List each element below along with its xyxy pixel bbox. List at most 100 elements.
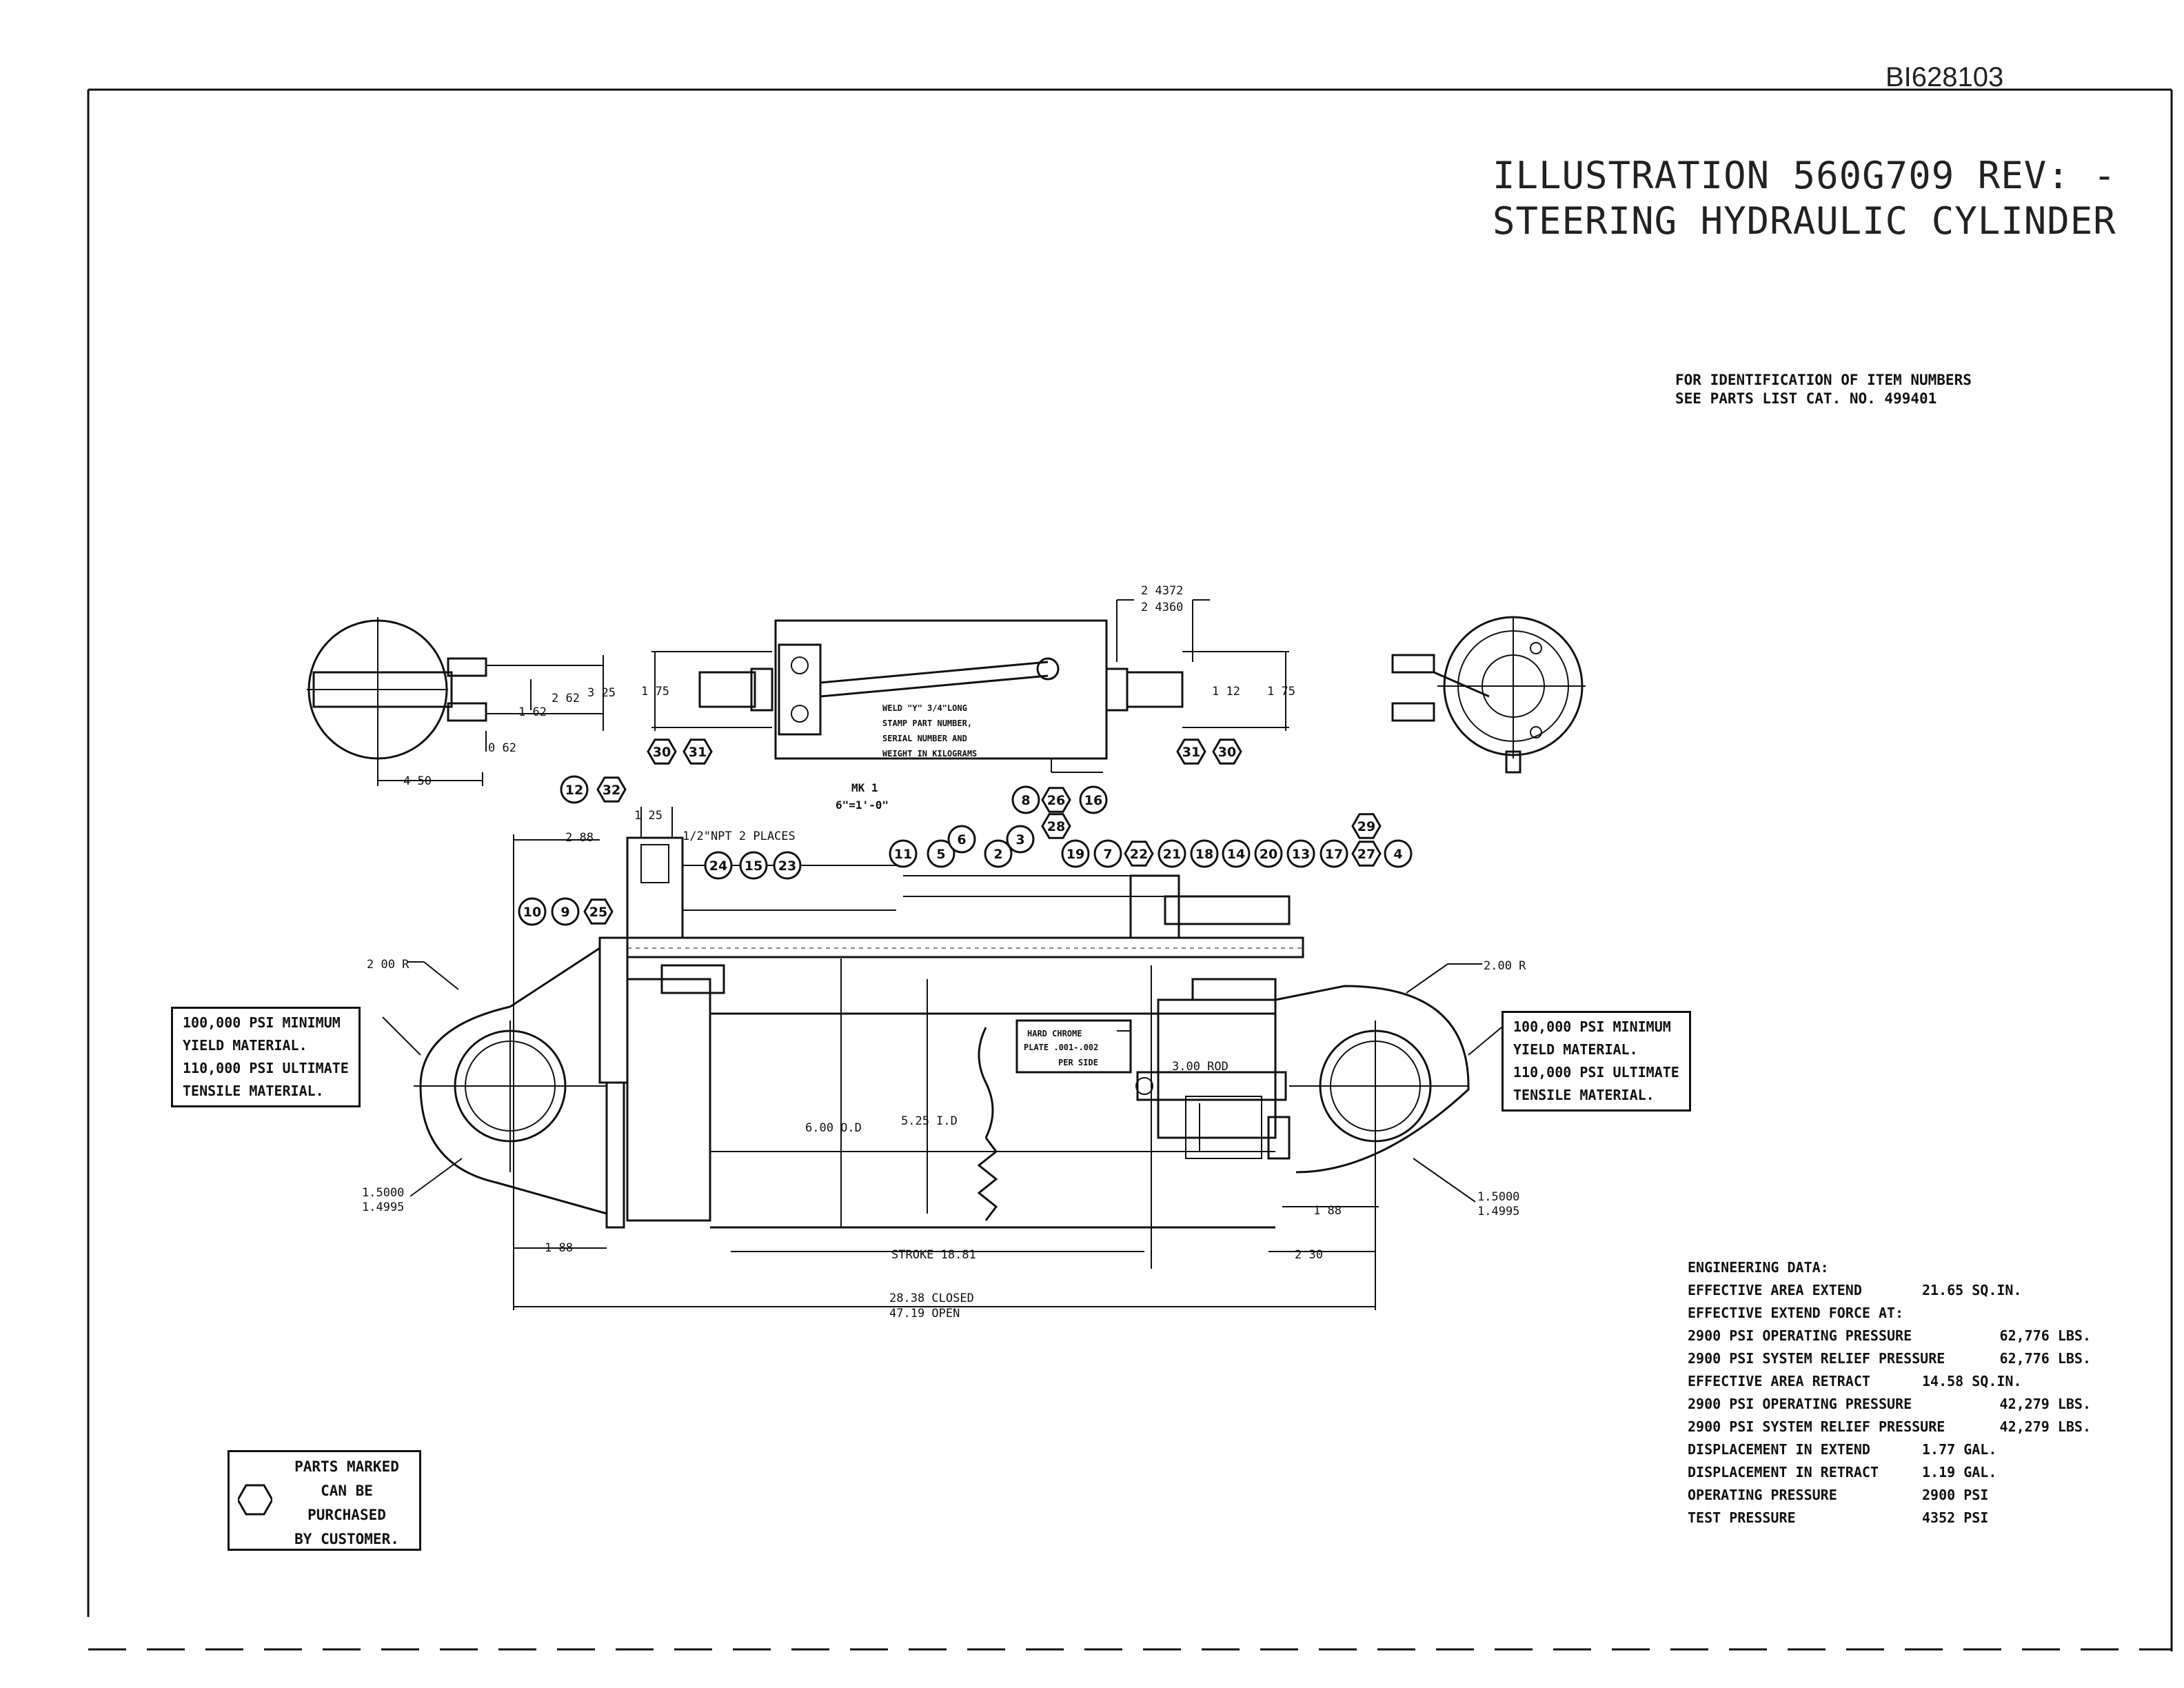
dim-bore-right-1: 1.5000 <box>1477 1190 1519 1204</box>
dim-2-30: 2 30 <box>1295 1248 1323 1262</box>
dim-2-88: 2 88 <box>565 831 594 845</box>
dim-bore-left-1: 1.5000 <box>362 1186 404 1200</box>
leader-lines <box>382 961 1510 1203</box>
engineering-data-label: EFFECTIVE AREA EXTEND <box>1688 1282 1862 1298</box>
dim-1-75-left: 1 75 <box>641 685 669 699</box>
legend-text: PARTS MARKED CAN BE PURCHASED BY CUSTOME… <box>278 1455 416 1551</box>
engineering-data-label: DISPLACEMENT IN EXTEND <box>1688 1441 1870 1458</box>
engineering-data-value: 42,279 LBS. <box>1999 1418 2091 1435</box>
engineering-data-label: 2900 PSI SYSTEM RELIEF PRESSURE <box>1688 1418 1945 1435</box>
drawing-title: ILLUSTRATION 560G709 REV: - STEERING HYD… <box>1493 153 2116 244</box>
dim-1-88-right: 1 88 <box>1313 1204 1342 1218</box>
title-line-2: STEERING HYDRAULIC CYLINDER <box>1493 199 2116 243</box>
port-note: 1/2"NPT 2 PLACES <box>682 830 796 843</box>
dim-closed: 28.38 CLOSED <box>889 1292 974 1305</box>
dim-2-00-r-right: 2.00 R <box>1484 959 1526 973</box>
dim-stroke: STROKE 18.81 <box>891 1248 976 1262</box>
chrome-note-3: PER SIDE <box>1058 1058 1098 1067</box>
engineering-data-label: 2900 PSI SYSTEM RELIEF PRESSURE <box>1688 1350 1945 1367</box>
document-id: BI628103 <box>1885 62 2004 92</box>
dim-4-50: 4 50 <box>403 774 432 788</box>
material-note-left-line: YIELD MATERIAL. <box>183 1037 307 1054</box>
view-scale: 6"=1'-0" <box>836 798 889 812</box>
engineering-data-heading: ENGINEERING DATA: <box>1688 1259 1829 1276</box>
engineering-data-label: OPERATING PRESSURE <box>1688 1487 1837 1503</box>
engineering-data-label: DISPLACEMENT IN RETRACT <box>1688 1464 1879 1480</box>
engineering-data-value: 1.77 GAL. <box>1922 1441 1997 1458</box>
material-note-left-line: TENSILE MATERIAL. <box>183 1083 324 1099</box>
material-note-right-line: 110,000 PSI ULTIMATE <box>1513 1064 1679 1081</box>
dim-open: 47.19 OPEN <box>889 1307 960 1320</box>
identification-line-1: FOR IDENTIFICATION OF ITEM NUMBERS <box>1675 372 1972 388</box>
material-note-left-line: 110,000 PSI ULTIMATE <box>183 1060 349 1076</box>
legend-line: PURCHASED <box>307 1507 386 1523</box>
hexagon-icon <box>238 1484 272 1516</box>
dim-2-00-r-left: 2 00 R <box>367 958 410 972</box>
engineering-data-value: 1.19 GAL. <box>1922 1464 1997 1480</box>
identification-line-2: SEE PARTS LIST CAT. NO. 499401 <box>1675 390 1937 407</box>
left-end-view <box>307 617 604 786</box>
engineering-data-label: EFFECTIVE AREA RETRACT <box>1688 1373 1870 1389</box>
engineering-data-label: EFFECTIVE EXTEND FORCE AT: <box>1688 1305 1904 1321</box>
material-note-right-line: YIELD MATERIAL. <box>1513 1041 1638 1058</box>
dim-1-12: 1 12 <box>1212 685 1240 699</box>
engineering-data-row: TEST PRESSURE 4352 PSI <box>1688 1507 2091 1529</box>
material-note-right-line: TENSILE MATERIAL. <box>1513 1087 1655 1103</box>
engineering-data-value: 14.58 SQ.IN. <box>1922 1373 2022 1389</box>
engineering-data-row: 2900 PSI SYSTEM RELIEF PRESSURE 62,776 LB… <box>1688 1347 2091 1370</box>
dim-3-25: 3 25 <box>587 686 616 700</box>
engineering-data-row: EFFECTIVE AREA EXTEND 21.65 SQ.IN. <box>1688 1279 2091 1302</box>
engineering-data-value: 62,776 LBS. <box>1999 1350 2091 1367</box>
dim-2-4372: 2 4372 <box>1141 584 1183 598</box>
dim-1-62: 1 62 <box>518 705 547 719</box>
engineering-data-row: EFFECTIVE EXTEND FORCE AT: <box>1688 1302 2091 1325</box>
dim-5-25-id: 5.25 I.D <box>901 1114 958 1128</box>
dim-2-4360: 2 4360 <box>1141 601 1183 614</box>
customer-parts-legend: PARTS MARKED CAN BE PURCHASED BY CUSTOME… <box>228 1450 421 1551</box>
main-section-view <box>414 836 1470 1269</box>
engineering-data-row: DISPLACEMENT IN EXTEND 1.77 GAL. <box>1688 1438 2091 1461</box>
engineering-data-value: 4352 PSI <box>1922 1509 1989 1526</box>
material-note-right-line: 100,000 PSI MINIMUM <box>1513 1018 1671 1035</box>
material-note-right: 100,000 PSI MINIMUM YIELD MATERIAL. 110,… <box>1502 1011 1691 1112</box>
engineering-data-label: 2900 PSI OPERATING PRESSURE <box>1688 1396 1912 1412</box>
engineering-data-row: 2900 PSI SYSTEM RELIEF PRESSURE 42,279 LB… <box>1688 1416 2091 1438</box>
material-note-left: 100,000 PSI MINIMUM YIELD MATERIAL. 110,… <box>171 1007 361 1107</box>
dim-1-75-right: 1 75 <box>1267 685 1295 699</box>
legend-line: CAN BE <box>321 1483 373 1499</box>
dim-bore-left-2: 1.4995 <box>362 1200 404 1214</box>
right-end-view <box>1391 616 1586 774</box>
engineering-data-row: 2900 PSI OPERATING PRESSURE 42,279 LBS. <box>1688 1393 2091 1416</box>
dim-bore-right-2: 1.4995 <box>1477 1205 1519 1218</box>
engineering-data-value: 62,776 LBS. <box>1999 1327 2091 1344</box>
material-note-left-line: 100,000 PSI MINIMUM <box>183 1014 341 1031</box>
legend-line: PARTS MARKED <box>294 1458 399 1475</box>
dim-3-00-rod: 3.00 ROD <box>1172 1060 1228 1074</box>
engineering-data-row: OPERATING PRESSURE 2900 PSI <box>1688 1484 2091 1507</box>
weld-note-4: WEIGHT IN KILOGRAMS <box>882 749 977 758</box>
chrome-note-2: PLATE .001-.002 <box>1024 1043 1098 1052</box>
weld-note-2: STAMP PART NUMBER, <box>882 719 972 728</box>
weld-note-1: WELD "Y" 3/4"LONG <box>882 703 967 713</box>
chrome-note-1: HARD CHROME <box>1027 1029 1082 1038</box>
engineering-data-label: 2900 PSI OPERATING PRESSURE <box>1688 1327 1912 1344</box>
engineering-data: ENGINEERING DATA: EFFECTIVE AREA EXTEND 2… <box>1688 1256 2091 1529</box>
engineering-data-value: 2900 PSI <box>1922 1487 1989 1503</box>
legend-line: BY CUSTOMER. <box>294 1531 399 1547</box>
dim-0-62: 0 62 <box>488 741 516 755</box>
engineering-data-label: TEST PRESSURE <box>1688 1509 1796 1526</box>
weld-note-3: SERIAL NUMBER AND <box>882 734 967 743</box>
drawing-frame <box>87 88 2173 1651</box>
identification-note: FOR IDENTIFICATION OF ITEM NUMBERS SEE P… <box>1675 371 1972 408</box>
engineering-data-value <box>1922 1302 2032 1325</box>
engineering-data-value: 21.65 SQ.IN. <box>1922 1282 2022 1298</box>
engineering-data-row: DISPLACEMENT IN RETRACT 1.19 GAL. <box>1688 1461 2091 1484</box>
engineering-data-row: EFFECTIVE AREA RETRACT 14.58 SQ.IN. <box>1688 1370 2091 1393</box>
dimension-lines <box>513 807 1379 1310</box>
engineering-data-value: 42,279 LBS. <box>1999 1396 2091 1412</box>
dim-6-00-od: 6.00 O.D <box>805 1121 862 1135</box>
title-line-1: ILLUSTRATION 560G709 REV: - <box>1493 154 2116 197</box>
view-mark: MK 1 <box>851 781 878 794</box>
dim-1-25: 1 25 <box>634 809 663 823</box>
